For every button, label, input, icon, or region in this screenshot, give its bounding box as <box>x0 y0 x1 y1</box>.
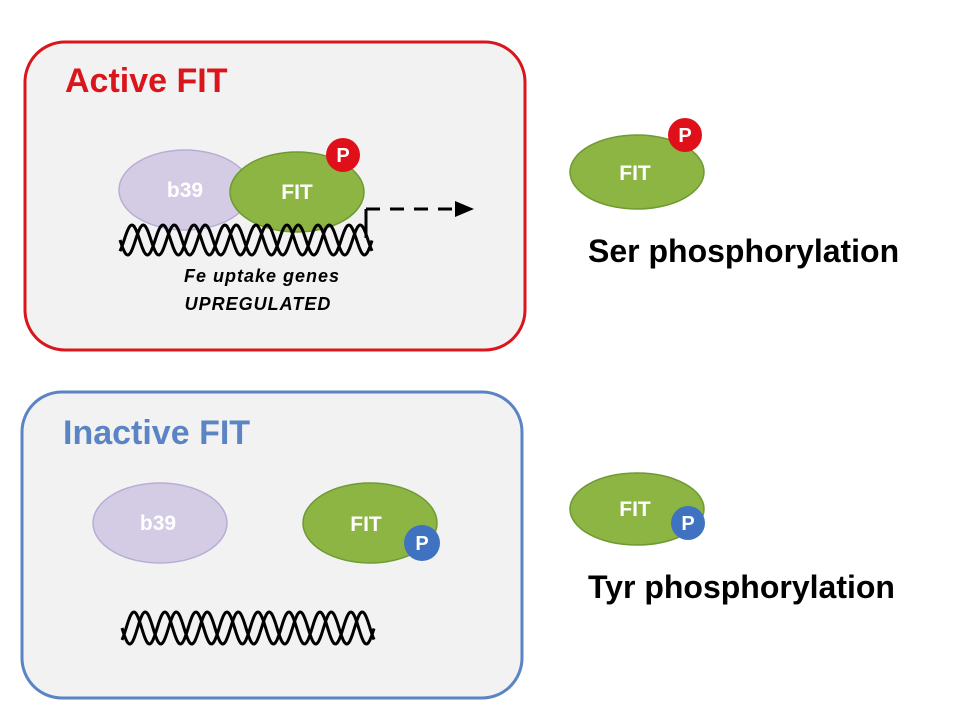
tyr-phosphorylation-legend: FIT P Tyr phosphorylation <box>569 472 895 605</box>
inactive-fit-panel: Inactive FIT b39 FIT P <box>20 390 524 700</box>
active-ser-phospho-marker <box>326 138 360 172</box>
inactive-dna-helix <box>120 610 376 646</box>
active-panel-title: Active FIT <box>65 62 228 100</box>
ser-phospho-marker <box>668 118 702 152</box>
tyr-phospho-label: P <box>681 513 694 535</box>
active-fit-protein <box>229 151 365 233</box>
tyr-phospho-marker <box>671 506 705 540</box>
ser-phosphorylation-legend: FIT P Ser phosphorylation <box>569 118 899 269</box>
gene-text-line1: Fe uptake genes <box>184 266 340 286</box>
gene-text-line2: UPREGULATED <box>185 294 332 314</box>
tyr-caption: Tyr phosphorylation <box>588 569 895 605</box>
inactive-panel-frame <box>20 390 524 700</box>
active-fit-panel: Active FIT b39 FIT P Fe uptake genes UPR… <box>23 40 527 352</box>
inactive-fit-protein <box>302 482 438 564</box>
tyr-fit-protein <box>569 472 705 546</box>
inactive-b39-label: b39 <box>140 512 176 535</box>
arrow-head-icon <box>455 201 474 217</box>
ser-caption: Ser phosphorylation <box>588 233 899 269</box>
tyr-fit-label: FIT <box>619 498 651 521</box>
active-dna-helix <box>118 223 374 257</box>
inactive-fit-label: FIT <box>350 513 382 536</box>
inactive-tyr-phospho-marker <box>404 525 440 561</box>
ser-fit-label: FIT <box>619 162 651 185</box>
active-phospho-label: P <box>336 145 349 167</box>
dna-strand <box>120 610 376 646</box>
inactive-b39-protein <box>92 482 228 564</box>
ser-fit-protein <box>569 134 705 210</box>
inactive-panel-title: Inactive FIT <box>63 414 250 452</box>
ser-phospho-label: P <box>678 125 691 147</box>
transcription-arrow <box>364 201 474 238</box>
active-b39-label: b39 <box>167 179 203 202</box>
inactive-phospho-label: P <box>415 533 428 555</box>
dna-strand <box>118 223 374 257</box>
active-fit-label: FIT <box>281 181 313 204</box>
